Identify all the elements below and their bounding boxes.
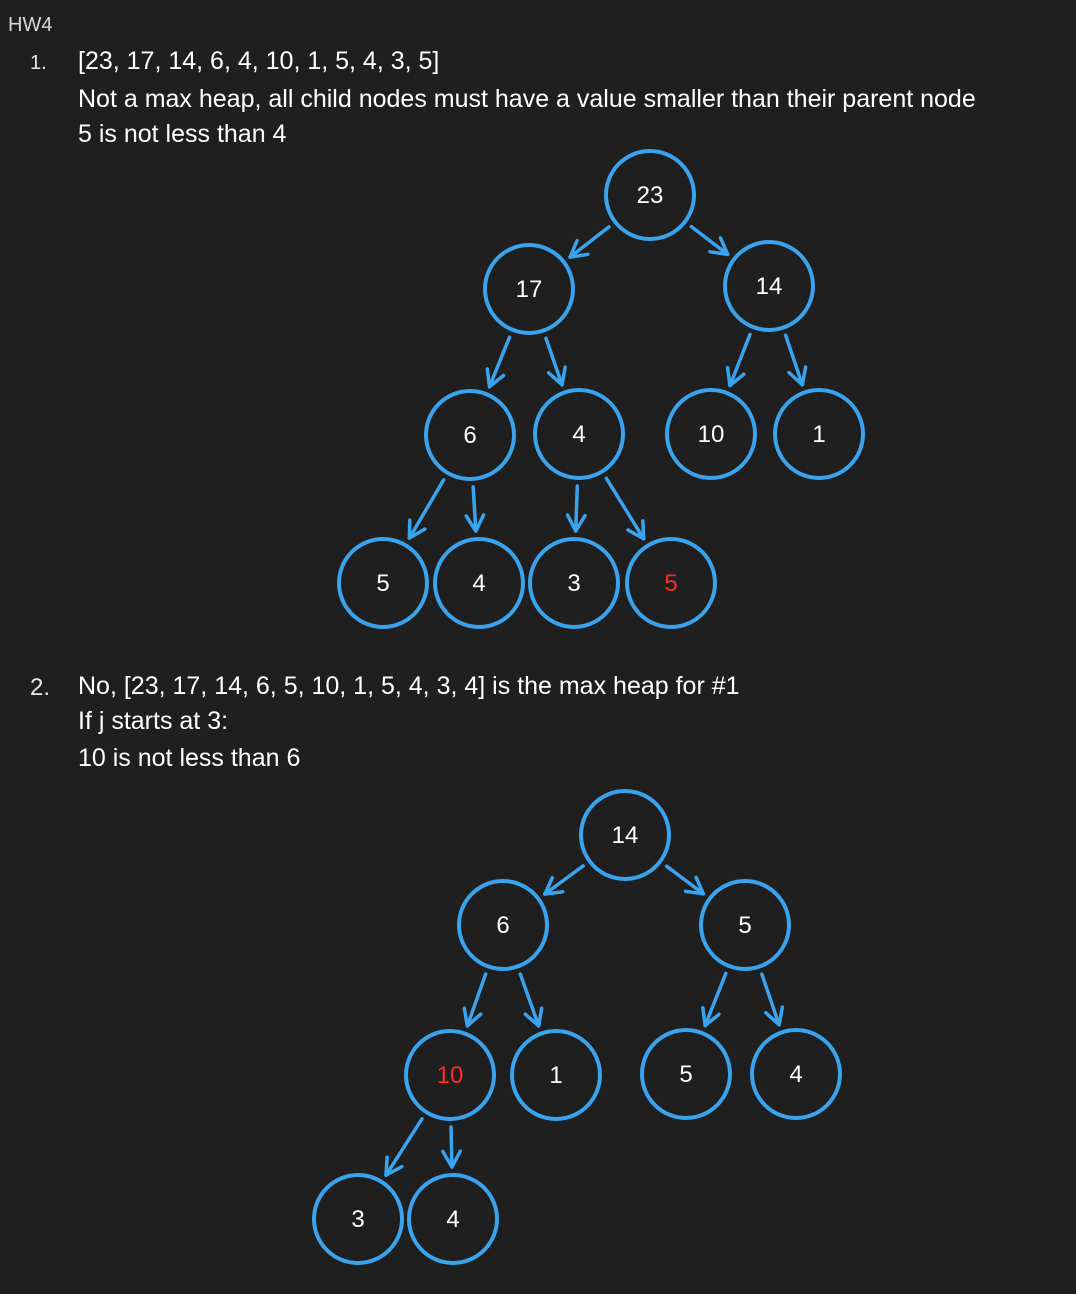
node-circle: [337, 537, 429, 629]
node-circle: [579, 789, 671, 881]
heap-node: 14: [723, 240, 815, 332]
node-label: 6: [463, 422, 476, 449]
problem-2-line-3: 10 is not less than 6: [78, 744, 301, 772]
node-label: 1: [549, 1062, 562, 1089]
node-label: 4: [446, 1206, 459, 1233]
node-circle: [457, 879, 549, 971]
edge-arrow: [664, 864, 706, 896]
heap-node: 10: [665, 388, 757, 480]
heap-tree-problem-1: 23 17 14 6 4 10 1 5 4 3 5: [337, 149, 865, 629]
node-circle: [528, 537, 620, 629]
edge-arrow: [407, 478, 446, 540]
node-label: 14: [756, 273, 783, 300]
problem-1-line-2: Not a max heap, all child nodes must hav…: [78, 85, 976, 113]
node-label: 5: [738, 912, 751, 939]
node-circle: [699, 879, 791, 971]
node-circle: [424, 389, 516, 481]
node-circle: [773, 388, 865, 480]
document-title: HW4: [8, 14, 53, 36]
heap-node: 1: [773, 388, 865, 480]
edge-arrow: [783, 333, 808, 387]
heap-node: 4: [407, 1173, 499, 1265]
edge-arrow: [462, 972, 488, 1028]
node-label: 3: [567, 570, 580, 597]
node-label: 6: [496, 912, 509, 939]
heap-node: 14: [579, 789, 671, 881]
edge-arrow: [701, 971, 728, 1028]
node-label: 5: [376, 570, 389, 597]
node-label: 10: [698, 421, 725, 448]
node-label: 23: [637, 182, 664, 209]
node-circle: [723, 240, 815, 332]
heap-node: 10: [404, 1029, 496, 1121]
node-circle: [433, 537, 525, 629]
node-label: 1: [812, 421, 825, 448]
heap-node: 6: [424, 389, 516, 481]
edge-arrow: [565, 484, 587, 533]
node-circle: [510, 1029, 602, 1121]
node-circle: [312, 1173, 404, 1265]
edge-arrow: [441, 1125, 463, 1169]
node-label: 14: [612, 822, 639, 849]
problem-2-number: 2.: [30, 674, 51, 701]
heap-node: 4: [533, 388, 625, 480]
node-circle: [404, 1029, 496, 1121]
edge-arrow: [568, 225, 611, 259]
heap-node: 5: [625, 537, 717, 629]
node-label: 3: [351, 1206, 364, 1233]
heap-node: 5: [699, 879, 791, 971]
problem-2-line-1: No, [23, 17, 14, 6, 5, 10, 1, 5, 4, 3, 4…: [78, 672, 740, 700]
node-circle: [665, 388, 757, 480]
problem-1-line-1: [23, 17, 14, 6, 4, 10, 1, 5, 4, 3, 5]: [78, 47, 440, 75]
node-circle: [483, 243, 575, 335]
node-label: 17: [516, 276, 543, 303]
heap-node: 17: [483, 243, 575, 335]
problem-1-line-3: 5 is not less than 4: [78, 120, 287, 148]
heap-node: 3: [528, 537, 620, 629]
edge-arrow: [543, 864, 585, 896]
heap-node: 5: [337, 537, 429, 629]
node-label: 4: [472, 570, 485, 597]
problem-1-number: 1.: [30, 52, 47, 74]
node-label-highlighted: 5: [664, 570, 677, 597]
edge-arrow: [544, 336, 567, 387]
heap-node: 4: [750, 1028, 842, 1120]
node-circle: [604, 149, 696, 241]
heap-node: 5: [640, 1028, 732, 1120]
heap-node: 4: [433, 537, 525, 629]
edge-arrow: [518, 972, 544, 1028]
heap-node: 23: [604, 149, 696, 241]
node-circle: [407, 1173, 499, 1265]
node-circle: [533, 388, 625, 480]
edge-arrow: [464, 485, 486, 533]
node-label: 4: [572, 421, 585, 448]
heap-node: 1: [510, 1029, 602, 1121]
edge-arrow: [384, 1117, 424, 1177]
edge-arrow: [689, 224, 730, 257]
node-circle: [625, 537, 717, 629]
node-circle: [750, 1028, 842, 1120]
node-label-highlighted: 10: [437, 1062, 464, 1089]
node-label: 4: [789, 1061, 802, 1088]
edge-arrow: [485, 335, 512, 389]
edge-arrow: [760, 972, 785, 1027]
edge-arrow: [604, 476, 646, 541]
problem-2-line-2: If j starts at 3:: [78, 707, 229, 735]
edge-arrow: [725, 332, 752, 388]
node-circle: [640, 1028, 732, 1120]
node-label: 5: [679, 1061, 692, 1088]
heap-node: 6: [457, 879, 549, 971]
heap-node: 3: [312, 1173, 404, 1265]
